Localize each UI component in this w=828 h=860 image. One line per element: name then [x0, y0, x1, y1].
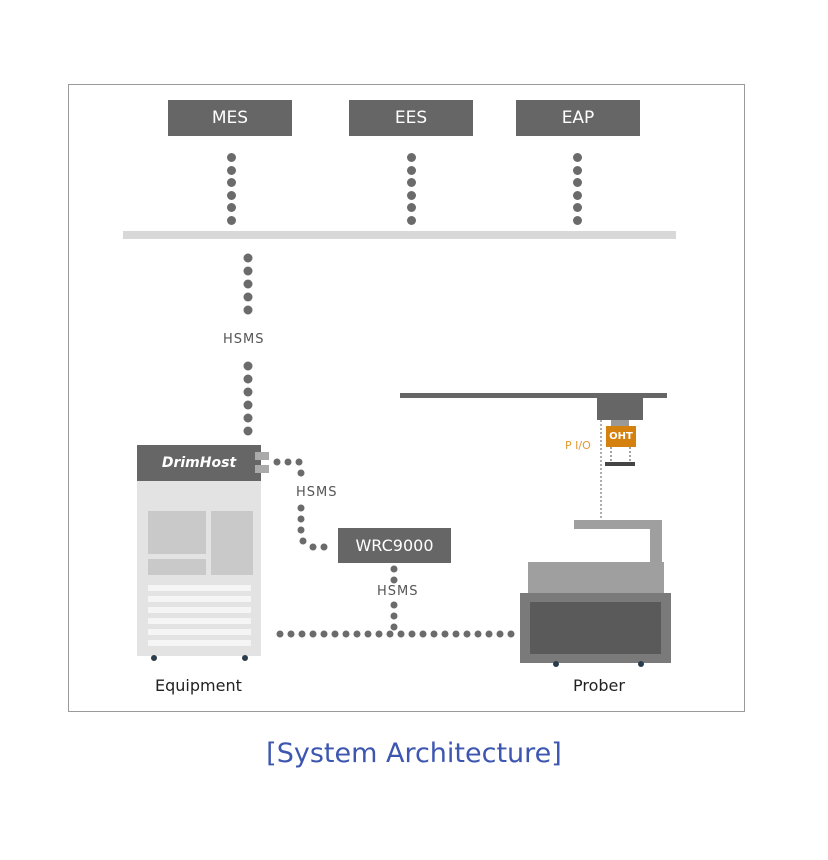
- hsms-vertical-connector: [243, 253, 253, 436]
- hsms-label-mid: HSMS: [294, 485, 340, 500]
- eap-box: EAP: [516, 100, 640, 136]
- prober-label: Prober: [573, 676, 625, 695]
- oht-box: [606, 426, 636, 447]
- equipment-prober-connector: [276, 630, 515, 638]
- mes-box: MES: [168, 100, 292, 136]
- prober-machine: [520, 520, 671, 667]
- ees-connector: [407, 153, 417, 228]
- equipment-cabinet: [137, 445, 269, 661]
- mes-label: MES: [211, 108, 249, 128]
- wrc-box: [338, 528, 451, 563]
- ees-box: EES: [349, 100, 473, 136]
- equipment-label: Equipment: [155, 676, 242, 695]
- wrc-label: WRC9000: [355, 536, 434, 555]
- oht-gripper: [605, 447, 635, 466]
- oht-label: OHT: [609, 431, 633, 442]
- pio-label: P I/O: [565, 439, 591, 452]
- eap-label: EAP: [561, 108, 595, 128]
- wrc-bottom-connector: [390, 565, 398, 631]
- diagram-frame: [68, 84, 745, 712]
- hsms-label-top: HSMS: [221, 332, 267, 347]
- drimhost-label: DrimHost: [161, 455, 237, 471]
- oht-rail: [400, 393, 667, 426]
- eap-connector: [573, 153, 583, 228]
- drimhost-wrc-connector: [273, 458, 328, 551]
- hsms-label-wrc: HSMS: [375, 584, 421, 599]
- mes-connector: [227, 153, 237, 228]
- caption: [System Architecture]: [266, 738, 562, 769]
- network-bus: [123, 231, 676, 239]
- ees-label: EES: [394, 108, 428, 128]
